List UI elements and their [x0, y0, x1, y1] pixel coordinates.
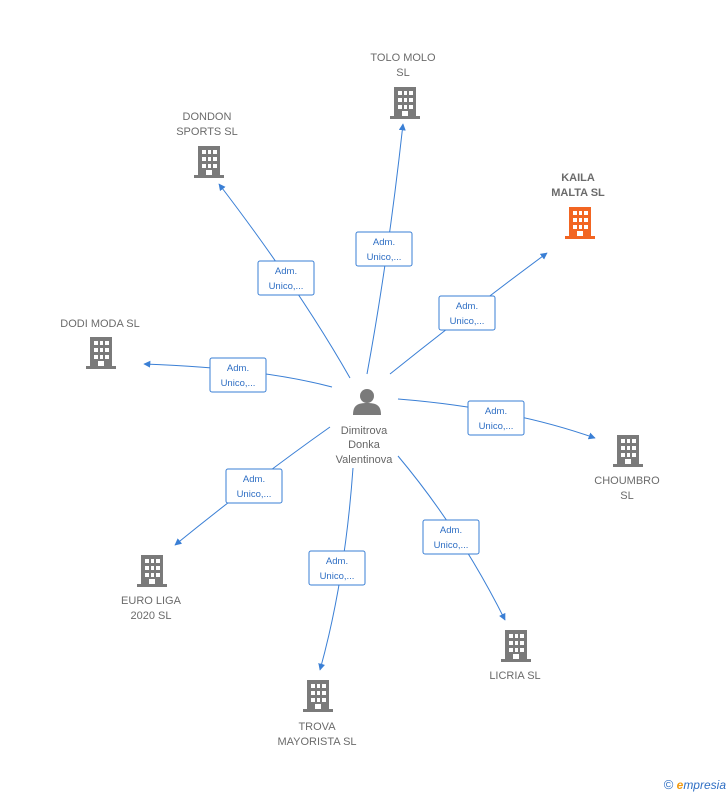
company-node-kaila-malta[interactable]: KAILA MALTA SL	[551, 172, 605, 239]
company-label-line-1: DODI MODA SL	[60, 318, 139, 330]
edge-label-box	[209, 357, 267, 393]
building-icon	[613, 435, 643, 467]
company-node-licria[interactable]: LICRIA SL	[489, 630, 541, 682]
building-icon	[86, 337, 116, 369]
building-icon	[194, 146, 224, 178]
footer-brand[interactable]: © empresia	[664, 777, 726, 792]
company-label-line-1: CHOUMBRO	[594, 475, 660, 487]
edge-label-line-2: Unico,...	[367, 252, 402, 263]
company-node-choumbro[interactable]: CHOUMBRO SL	[594, 435, 660, 502]
center-label-line-1: Dimitrova	[341, 425, 388, 437]
edge-label-line-1: Adm.	[275, 266, 297, 277]
company-node-euro-liga[interactable]: EURO LIGA 2020 SL	[121, 555, 182, 622]
edge-label-line-2: Unico,...	[479, 421, 514, 432]
center-label-line-3: Valentinova	[336, 454, 394, 466]
edge-label-box	[355, 231, 413, 267]
edge-label-line-2: Unico,...	[269, 281, 304, 292]
company-node-dodi-moda[interactable]: DODI MODA SL	[60, 318, 140, 369]
building-icon	[390, 87, 420, 119]
company-label-line-2: SPORTS SL	[176, 126, 238, 138]
edge-label-line-2: Unico,...	[434, 540, 469, 551]
edge-label-choumbro[interactable]: Adm. Unico,...	[467, 400, 525, 436]
edge-label-euro-liga[interactable]: Adm. Unico,...	[225, 468, 283, 504]
company-node-trova-mayorista[interactable]: TROVA MAYORISTA SL	[277, 680, 357, 748]
company-label-line-1: TROVA	[298, 721, 336, 733]
company-label-line-2: SL	[396, 67, 409, 79]
company-node-dondon-sports[interactable]: DONDON SPORTS SL	[176, 111, 238, 178]
edge-label-box	[438, 295, 496, 331]
nodes-layer: TOLO MOLO SL DONDON SPORTS SL KAILA MALTA SL D…	[60, 52, 660, 748]
company-label-line-1: LICRIA SL	[489, 670, 540, 682]
edge-label-line-2: Unico,...	[237, 489, 272, 500]
edge-label-box	[225, 468, 283, 504]
edge-label-line-1: Adm.	[440, 525, 462, 536]
edge-label-box	[422, 519, 480, 555]
edge-label-line-1: Adm.	[456, 301, 478, 312]
edge-label-line-1: Adm.	[227, 363, 249, 374]
edge-label-line-2: Unico,...	[450, 316, 485, 327]
edge-label-trova-mayorista[interactable]: Adm. Unico,...	[308, 550, 366, 586]
company-label-line-2: MAYORISTA SL	[277, 736, 356, 748]
edge-label-line-1: Adm.	[243, 474, 265, 485]
company-label-line-2: SL	[620, 490, 633, 502]
company-node-tolo-molo[interactable]: TOLO MOLO SL	[370, 52, 436, 119]
company-label-line-1: DONDON	[183, 111, 232, 123]
brand-initial: e	[676, 778, 684, 792]
building-icon	[565, 207, 595, 239]
company-label-line-2: 2020 SL	[131, 610, 172, 622]
building-icon	[303, 680, 333, 712]
edge-label-licria[interactable]: Adm. Unico,...	[422, 519, 480, 555]
edge-label-kaila-malta[interactable]: Adm. Unico,...	[438, 295, 496, 331]
edge-label-box	[308, 550, 366, 586]
person-icon	[353, 389, 381, 415]
edge-label-line-2: Unico,...	[320, 571, 355, 582]
edge-label-line-1: Adm.	[373, 237, 395, 248]
center-person-node[interactable]: Dimitrova Donka Valentinova	[336, 389, 394, 466]
edge-label-tolo-molo[interactable]: Adm. Unico,...	[355, 231, 413, 267]
company-label-line-1: KAILA	[561, 172, 595, 184]
building-icon	[137, 555, 167, 587]
edge-label-box	[467, 400, 525, 436]
edge-label-dondon-sports[interactable]: Adm. Unico,...	[257, 260, 315, 296]
center-label-line-2: Donka	[348, 439, 381, 451]
edge-label-box	[257, 260, 315, 296]
company-label-line-2: MALTA SL	[551, 187, 605, 199]
edge-label-dodi-moda[interactable]: Adm. Unico,...	[209, 357, 267, 393]
company-label-line-1: TOLO MOLO	[370, 52, 436, 64]
company-label-line-1: EURO LIGA	[121, 595, 182, 607]
edge-label-line-1: Adm.	[485, 406, 507, 417]
edges-layer: Adm.Unico,...Adm.Unico,...Adm.Unico,...A…	[143, 123, 596, 671]
edge-label-line-1: Adm.	[326, 556, 348, 567]
copyright-symbol: ©	[663, 777, 674, 792]
edge-label-line-2: Unico,...	[221, 378, 256, 389]
brand-name: mpresia	[683, 778, 726, 792]
building-icon	[501, 630, 531, 662]
